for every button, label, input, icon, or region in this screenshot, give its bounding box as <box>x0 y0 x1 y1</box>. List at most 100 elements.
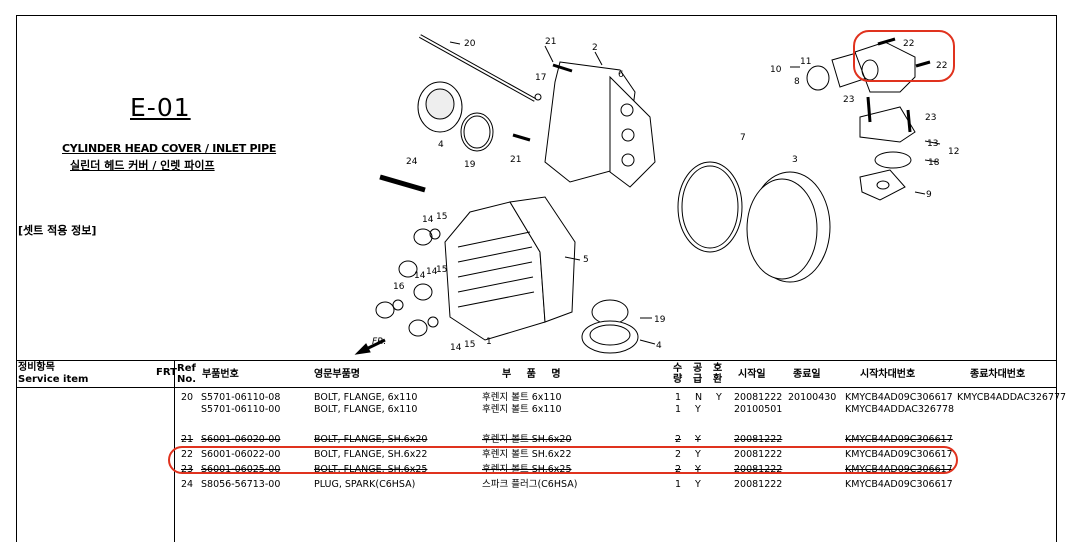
table-row: 24 S8056-56713-00 PLUG, SPARK(C6HSA) 스파크 플러… <box>0 479 1069 491</box>
title-korean: 실린더 헤드 커버 / 인렛 파이프 <box>70 159 215 172</box>
cell-part: S8056-56713-00 <box>201 479 281 490</box>
cell-name-ko: 후렌지 볼트 SH.6x25 <box>482 464 572 475</box>
cell-ref: 21 <box>181 434 194 445</box>
highlight-row-22 <box>168 446 958 474</box>
svg-text:15: 15 <box>436 265 447 275</box>
cell-ref: 24 <box>181 479 194 490</box>
cell-start: 20081222 <box>734 464 783 475</box>
callout-label: 20 <box>464 39 476 49</box>
table-rule-bottom <box>16 387 1057 388</box>
cell-qty: 1 <box>675 479 682 490</box>
svg-text:12: 12 <box>948 147 959 157</box>
set-info-label: [셋트 적용 정보] <box>18 224 97 237</box>
cell-part: S6001-06020-00 <box>201 434 281 445</box>
cell-name-en: PLUG, SPARK(C6HSA) <box>314 479 416 490</box>
cell-supply: Y <box>695 449 701 460</box>
header-supply: 공급 <box>693 363 703 385</box>
header-frt: FRT <box>156 367 177 378</box>
cell-ref: 23 <box>181 464 194 475</box>
svg-text:15: 15 <box>464 340 475 350</box>
svg-text:21: 21 <box>545 37 556 47</box>
cell-qty: 1 <box>675 404 682 415</box>
cell-name-ko: 후렌지 볼트 6x110 <box>482 404 562 415</box>
cell-supply: Y <box>695 464 701 475</box>
table-row: 21 S6001-06020-00 BOLT, FLANGE, SH.6x20 후렌지… <box>0 434 1069 446</box>
svg-text:11: 11 <box>800 57 811 67</box>
header-start-vin: 시작차대번호 <box>860 369 916 380</box>
cell-part: S6001-06025-00 <box>201 464 281 475</box>
cell-evin: KMYCB4ADDAC326777 <box>957 392 1067 403</box>
cell-start: 20081222 <box>734 449 783 460</box>
svg-text:13: 13 <box>927 139 938 149</box>
cell-inter: Y <box>716 392 722 403</box>
cell-svin: KMYCB4AD09C306617 <box>845 449 953 460</box>
header-qty: 수량 <box>673 363 683 385</box>
cell-name-ko: 스파크 플러그(C6HSA) <box>482 479 578 490</box>
cell-svin: KMYCB4AD09C306617 <box>845 479 953 490</box>
cell-qty: 2 <box>675 449 682 460</box>
svg-text:3: 3 <box>792 155 798 165</box>
header-end-vin: 종료차대번호 <box>970 369 1026 380</box>
header-end-date: 종료일 <box>793 369 821 380</box>
cell-name-en: BOLT, FLANGE, 6x110 <box>314 404 418 415</box>
cell-qty: 2 <box>675 464 682 475</box>
cell-name-ko: 후렌지 볼트 6x110 <box>482 392 562 403</box>
header-start-date: 시작일 <box>738 369 766 380</box>
cell-qty: 2 <box>675 434 682 445</box>
svg-text:24: 24 <box>406 157 418 167</box>
header-service-item-en: Service item <box>18 374 89 385</box>
cell-start: 20081222 <box>734 392 783 403</box>
svg-text:21: 21 <box>510 155 521 165</box>
cell-svin: KMYCB4AD09C306617 <box>845 434 953 445</box>
cell-name-en: BOLT, FLANGE, SH.6x25 <box>314 464 428 475</box>
svg-text:7: 7 <box>740 133 746 143</box>
cell-name-ko: 후렌지 볼트 SH.6x20 <box>482 434 572 445</box>
cell-supply: Y <box>695 434 701 445</box>
svg-text:23: 23 <box>925 113 936 123</box>
svg-text:15: 15 <box>436 212 447 222</box>
svg-text:18: 18 <box>928 158 940 168</box>
header-name-en: 영문부품명 <box>314 369 360 380</box>
cell-svin: KMYCB4ADDAC326778 <box>845 404 955 415</box>
cell-supply: Y <box>695 479 701 490</box>
svg-text:4: 4 <box>656 341 662 351</box>
cell-name-en: BOLT, FLANGE, SH.6x20 <box>314 434 428 445</box>
cell-start: 20100501 <box>734 404 783 415</box>
svg-text:14: 14 <box>422 215 434 225</box>
cell-name-en: BOLT, FLANGE, SH.6x22 <box>314 449 428 460</box>
cell-start: 20081222 <box>734 434 783 445</box>
header-interchange: 호환 <box>713 363 723 385</box>
cell-end: 20100430 <box>788 392 837 403</box>
header-service-item-ko: 정비항목 <box>18 362 55 373</box>
svg-text:1: 1 <box>486 337 492 347</box>
cell-start: 20081222 <box>734 479 783 490</box>
svg-text:23: 23 <box>843 95 854 105</box>
cell-svin: KMYCB4AD09C306617 <box>845 464 953 475</box>
cell-supply: Y <box>695 404 701 415</box>
cell-name-en: BOLT, FLANGE, 6x110 <box>314 392 418 403</box>
svg-text:6: 6 <box>618 70 624 80</box>
cell-ref: 22 <box>181 449 194 460</box>
cell-qty: 1 <box>675 392 682 403</box>
svg-text:14: 14 <box>450 343 462 353</box>
header-ref-no: Ref No. <box>177 363 197 385</box>
cell-svin: KMYCB4AD09C306617 <box>845 392 953 403</box>
svg-text:14: 14 <box>426 267 438 277</box>
catalog-code: E-01 <box>130 93 191 122</box>
cell-part: S6001-06022-00 <box>201 449 281 460</box>
table-row: 23 S6001-06025-00 BOLT, FLANGE, SH.6x25 후렌지… <box>0 464 1069 476</box>
svg-text:9: 9 <box>926 190 932 200</box>
exploded-diagram: 20 21 2 17 6 4 19 21 24 14 15 5 14 16 14… <box>354 34 959 355</box>
svg-text:14: 14 <box>414 271 426 281</box>
highlight-diagram-22 <box>853 30 955 82</box>
svg-text:17: 17 <box>535 73 546 83</box>
svg-text:16: 16 <box>393 282 405 292</box>
svg-text:22: 22 <box>903 39 914 49</box>
header-part-no: 부품번호 <box>202 369 239 380</box>
header-name-ko: 부 품 명 <box>502 369 561 380</box>
front-arrow-label: FR. <box>372 337 386 347</box>
svg-text:4: 4 <box>438 140 444 150</box>
